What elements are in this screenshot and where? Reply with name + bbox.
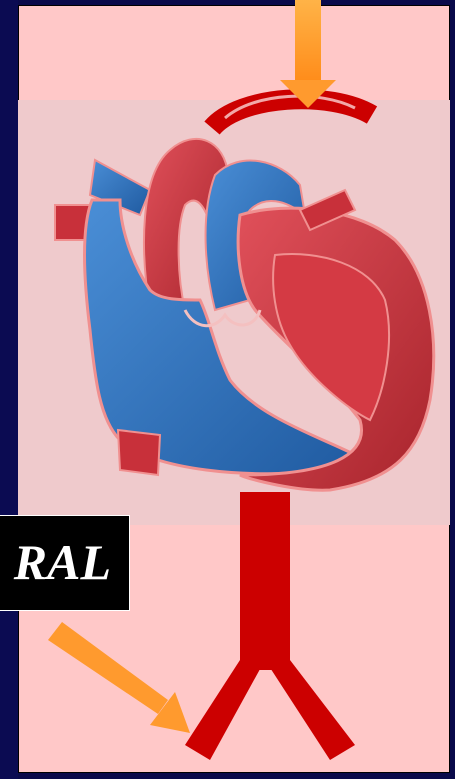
descending-artery — [185, 492, 355, 760]
heart-illustration — [55, 139, 434, 490]
bifurcation-left-branch — [185, 660, 265, 760]
arrow-diagonal-icon — [48, 622, 190, 733]
descending-trunk — [240, 492, 290, 670]
label-text: RAL — [14, 534, 111, 590]
inferior-vena-cava — [118, 430, 160, 475]
label-box: RAL — [0, 515, 130, 611]
bifurcation-right-branch — [265, 660, 355, 760]
